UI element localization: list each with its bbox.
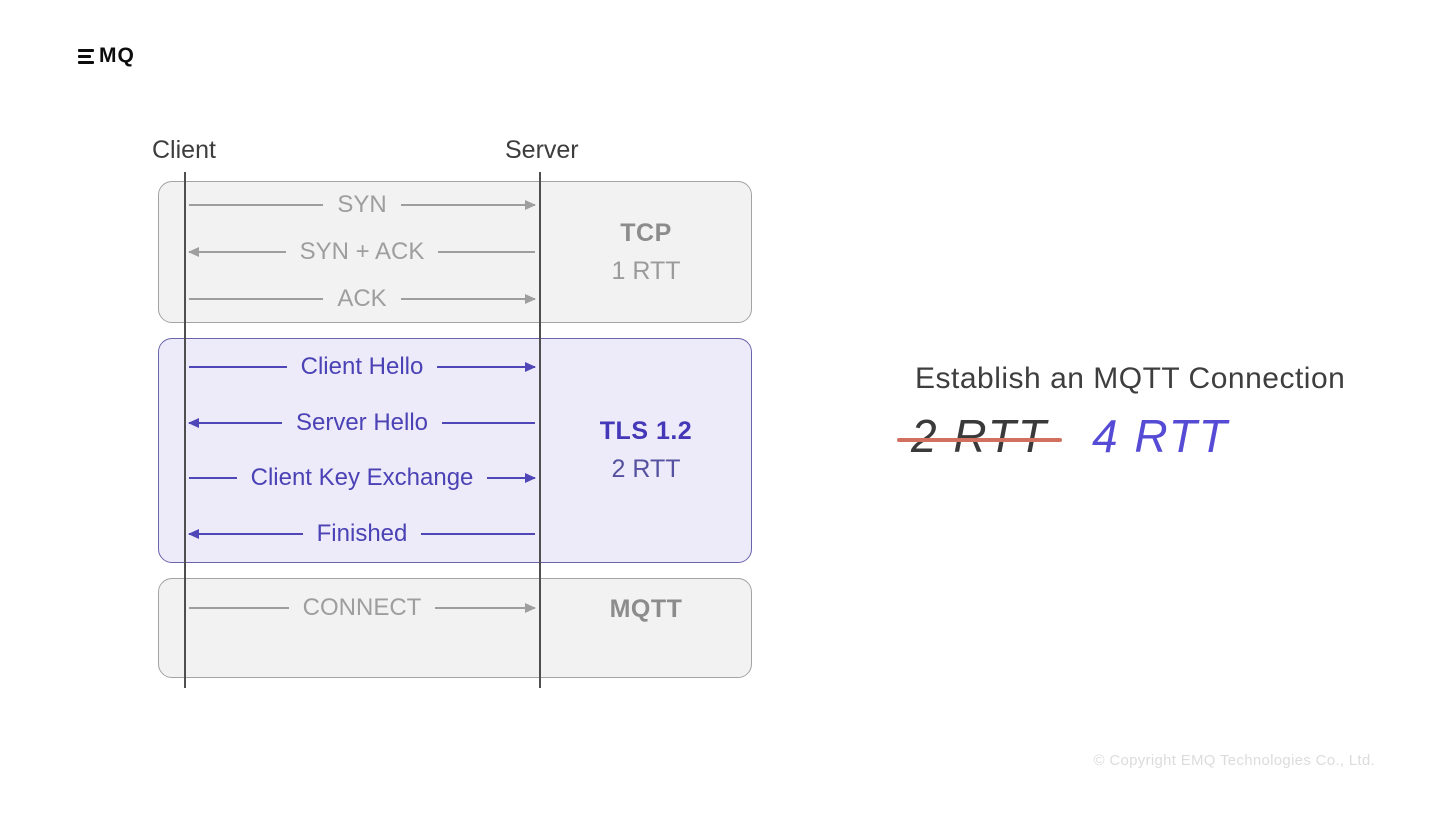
tcp-title: TCP (620, 218, 672, 247)
tcp-messages: SYN SYN + ACK ACK (159, 182, 541, 322)
message-label: SYN + ACK (299, 237, 425, 265)
arrow-line (189, 607, 289, 609)
arrow-line (442, 421, 536, 424)
message-connect: CONNECT (159, 594, 541, 622)
arrow-right-icon (487, 477, 536, 480)
message-label: Server Hello (295, 408, 429, 436)
arrow-left-icon (189, 533, 303, 536)
message-label: Finished (316, 520, 408, 548)
tls-handshake-box: Client Hello Server Hello Client Key Exc… (158, 338, 752, 563)
message-label: ACK (337, 284, 387, 312)
message-label: Client Key Exchange (250, 464, 474, 492)
message-client-hello: Client Hello (159, 353, 541, 381)
message-syn: SYN (159, 191, 541, 219)
client-label: Client (152, 136, 216, 164)
rtt-comparison: 2 RTT 4 RTT (897, 409, 1345, 463)
emq-logo: MQ (78, 44, 135, 68)
message-ack: ACK (159, 285, 541, 313)
old-rtt-text: 2 RTT (911, 410, 1048, 462)
arrow-line (189, 204, 324, 207)
strikethrough-line (897, 438, 1062, 443)
arrow-line (421, 533, 535, 536)
arrow-left-icon (189, 421, 282, 424)
arrow-line (189, 297, 324, 300)
tcp-handshake-box: SYN SYN + ACK ACK TCP 1 RTT (158, 181, 752, 323)
message-label: SYN (337, 191, 387, 219)
new-rtt-value: 4 RTT (1091, 410, 1229, 462)
emq-logo-text: MQ (99, 44, 135, 67)
copyright-text: © Copyright EMQ Technologies Co., Ltd. (1093, 752, 1375, 769)
mqtt-messages: CONNECT (159, 579, 541, 677)
tls-messages: Client Hello Server Hello Client Key Exc… (159, 339, 541, 562)
arrow-right-icon (400, 204, 536, 207)
arrow-line (189, 477, 237, 480)
tls-title: TLS 1.2 (599, 417, 693, 445)
server-label: Server (505, 136, 579, 164)
message-server-hello: Server Hello (159, 409, 541, 437)
annotation-heading: Establish an MQTT Connection (915, 362, 1346, 395)
mqtt-summary: MQTT (541, 579, 751, 677)
mqtt-title: MQTT (609, 595, 683, 623)
emq-logo-bars-icon (78, 48, 95, 64)
message-finished: Finished (159, 520, 541, 548)
arrow-right-icon (437, 365, 535, 368)
tls-summary: TLS 1.2 2 RTT (541, 339, 751, 562)
message-label: CONNECT (302, 594, 422, 621)
annotation: Establish an MQTT Connection 2 RTT 4 RTT (897, 362, 1346, 463)
old-rtt-value: 2 RTT (897, 409, 1062, 463)
tcp-summary: TCP 1 RTT (541, 182, 751, 322)
message-label: Client Hello (300, 352, 424, 380)
arrow-right-icon (400, 297, 536, 300)
arrow-right-icon (435, 607, 536, 609)
arrow-line (438, 250, 536, 253)
arrow-left-icon (189, 250, 286, 253)
mqtt-connect-box: CONNECT MQTT (158, 578, 752, 678)
server-lifeline (539, 172, 541, 688)
tls-rtt: 2 RTT (611, 455, 681, 483)
client-lifeline (184, 172, 186, 688)
message-syn-ack: SYN + ACK (159, 238, 541, 266)
tcp-rtt: 1 RTT (611, 256, 681, 285)
arrow-line (189, 365, 287, 368)
message-client-key-exchange: Client Key Exchange (159, 464, 541, 492)
